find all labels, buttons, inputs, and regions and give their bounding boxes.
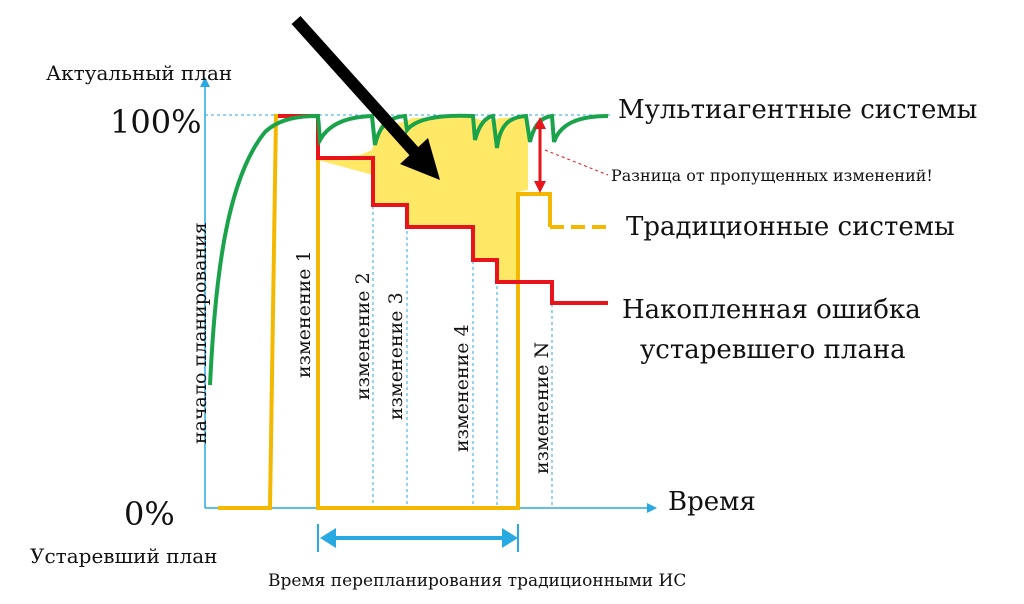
traditional-line <box>218 114 552 510</box>
pointer-arrow-head <box>400 138 440 180</box>
replanning-time-label: Время перепланирования традиционными ИС <box>268 571 686 591</box>
y-axis-title: Актуальный план <box>46 61 232 85</box>
replanning-arrow-right-head <box>502 528 518 548</box>
obsolete-plan-label: Устаревший план <box>30 544 217 568</box>
legend-error-line1: Накопленная ошибка <box>622 295 921 325</box>
event-change3-label: изменение 3 <box>385 292 407 420</box>
difference-note: Разница от пропущенных изменений! <box>611 166 933 185</box>
pointer-arrow <box>291 15 425 163</box>
event-change4-label: изменение 4 <box>451 324 473 452</box>
x-axis-title: Время <box>668 487 756 517</box>
legend-traditional: Традиционные системы <box>626 212 955 242</box>
difference-pointer <box>544 149 609 176</box>
event-change1-label: изменение 1 <box>293 250 315 378</box>
event-changeN-label: изменение N <box>531 342 553 474</box>
event-start-label: начало планирования <box>189 222 211 444</box>
reference-lines <box>205 114 612 508</box>
replanning-arrow-left-head <box>320 528 336 548</box>
y-bottom-label: 0% <box>124 495 175 533</box>
event-change2-label: изменение 2 <box>352 272 374 400</box>
error-line <box>278 114 608 305</box>
y-top-label: 100% <box>110 103 201 141</box>
legend-error-line2: устаревшего плана <box>640 335 906 365</box>
legend-multiagent: Мультиагентные системы <box>618 95 977 125</box>
